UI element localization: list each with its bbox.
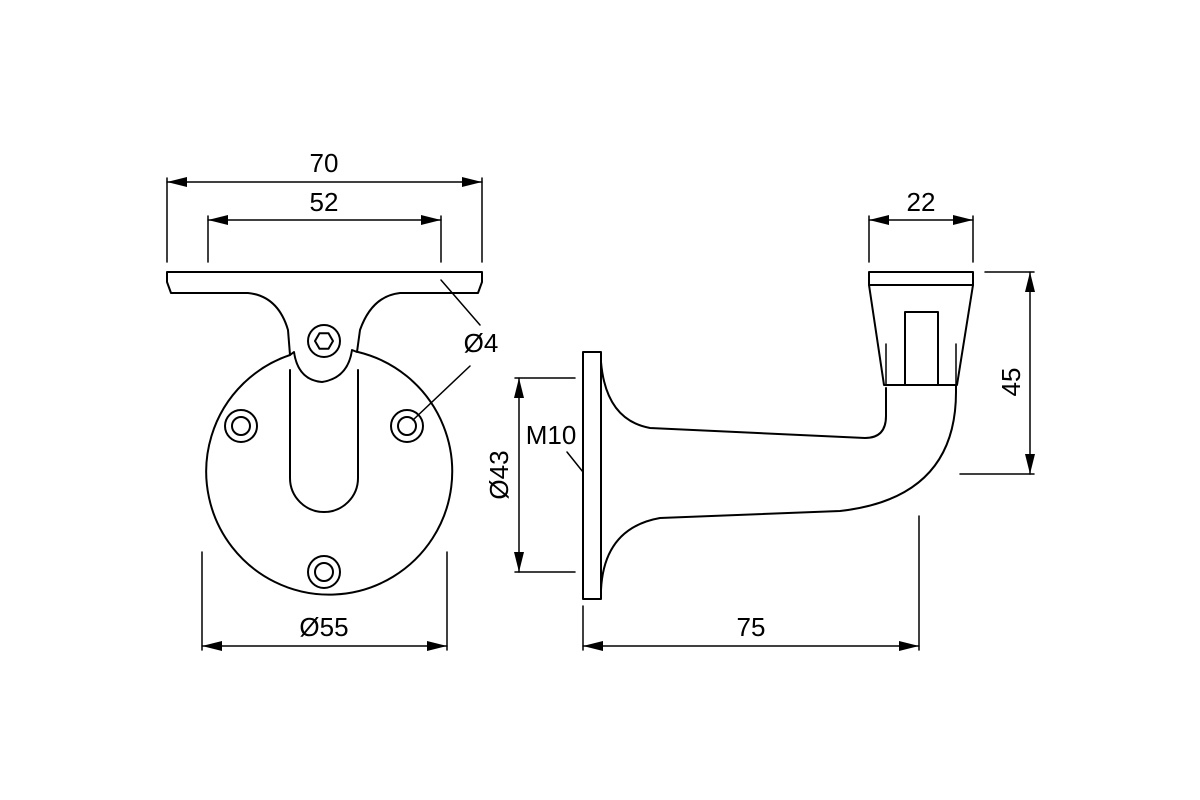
- dim-projection: 75: [582, 515, 920, 651]
- dim-saddle-width-label: 22: [907, 187, 936, 217]
- dim-base-diameter: Ø55: [201, 551, 448, 651]
- dim-flange-diameter-label: Ø43: [484, 450, 514, 499]
- dim-overall-width: 70: [166, 148, 483, 263]
- screw-hole-right: [390, 409, 424, 443]
- dim-overall-width-label: 70: [310, 148, 339, 178]
- dim-thread: M10: [526, 420, 584, 473]
- wall-flange: [582, 351, 602, 600]
- screw-hole-left: [224, 409, 258, 443]
- base-plate: [205, 351, 454, 596]
- hex-socket: [307, 324, 341, 358]
- stem: [289, 369, 359, 513]
- dim-height: 45: [959, 271, 1035, 475]
- dim-height-label: 45: [996, 368, 1026, 397]
- arm-body-lower: [600, 385, 957, 591]
- saddle-cup: [868, 271, 974, 386]
- front-view: 70 52: [166, 148, 499, 651]
- side-view: 22 45 Ø43 M10: [484, 187, 1035, 651]
- dim-base-diameter-label: Ø55: [299, 612, 348, 642]
- dim-hole-spacing: 52: [207, 187, 442, 263]
- dim-projection-label: 75: [737, 612, 766, 642]
- dim-flange-diameter: Ø43: [484, 377, 576, 573]
- dim-hole-spacing-label: 52: [310, 187, 339, 217]
- screw-hole-bottom: [307, 555, 341, 589]
- dim-saddle-width: 22: [868, 187, 974, 263]
- saddle-slot: [904, 311, 939, 386]
- saddle-plate: [166, 271, 483, 383]
- dim-hole-diameter: Ø4: [412, 279, 499, 421]
- arm-body: [600, 361, 887, 439]
- dim-thread-label: M10: [526, 420, 577, 450]
- dim-hole-diameter-label: Ø4: [464, 328, 499, 358]
